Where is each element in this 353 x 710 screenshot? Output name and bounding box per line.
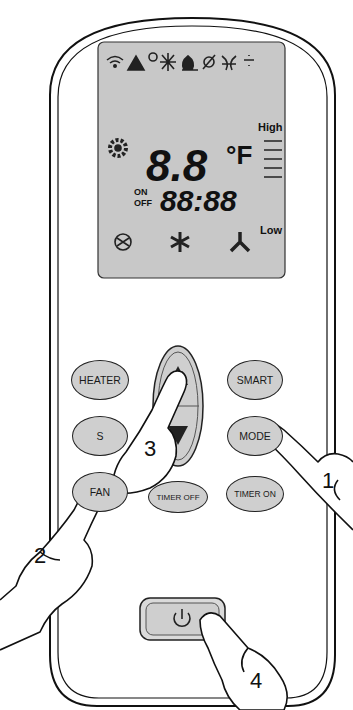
button-label: FAN: [90, 486, 110, 498]
fan-high-label: High: [258, 122, 282, 133]
temp-unit: °F: [226, 142, 252, 168]
remote-button: FAN: [72, 472, 128, 512]
lcd-display: 8.8 °F ON OFF 88:88 HighLow: [98, 42, 285, 278]
hand-4-knuckle: [242, 648, 248, 672]
clock-digits: 88:88: [160, 186, 237, 216]
remote-button: TIMER OFF: [148, 481, 207, 513]
remote-inner-outline: [58, 26, 327, 698]
remote-button: SMART: [227, 360, 283, 400]
button-label: SMART: [237, 374, 274, 386]
lcd-icons: [107, 53, 282, 252]
power-symbol: [174, 609, 190, 626]
off-indicator: OFF: [134, 199, 152, 208]
hand-1-knuckle: [334, 480, 340, 500]
callout-number: 1: [322, 470, 334, 492]
button-label: TIMER OFF: [156, 493, 199, 502]
remote-outline: [50, 18, 335, 706]
callout-number: 4: [250, 670, 262, 692]
on-indicator: ON: [134, 188, 148, 197]
remote-button: MODE: [227, 416, 283, 456]
callout-number: 3: [144, 438, 156, 460]
fan-low-label: Low: [260, 225, 282, 236]
hand-4: [200, 613, 287, 710]
button-label: S: [96, 430, 103, 442]
callout-number: 2: [34, 545, 46, 567]
remote-button: S: [72, 416, 128, 456]
button-label: TIMER ON: [234, 489, 276, 499]
lcd-screen: [98, 42, 285, 278]
button-label: MODE: [239, 430, 271, 442]
remote-button: TIMER ON: [226, 476, 284, 512]
temp-digits: 8.8: [146, 144, 207, 188]
button-label: HEATER: [79, 374, 121, 386]
remote-button: HEATER: [71, 360, 129, 400]
